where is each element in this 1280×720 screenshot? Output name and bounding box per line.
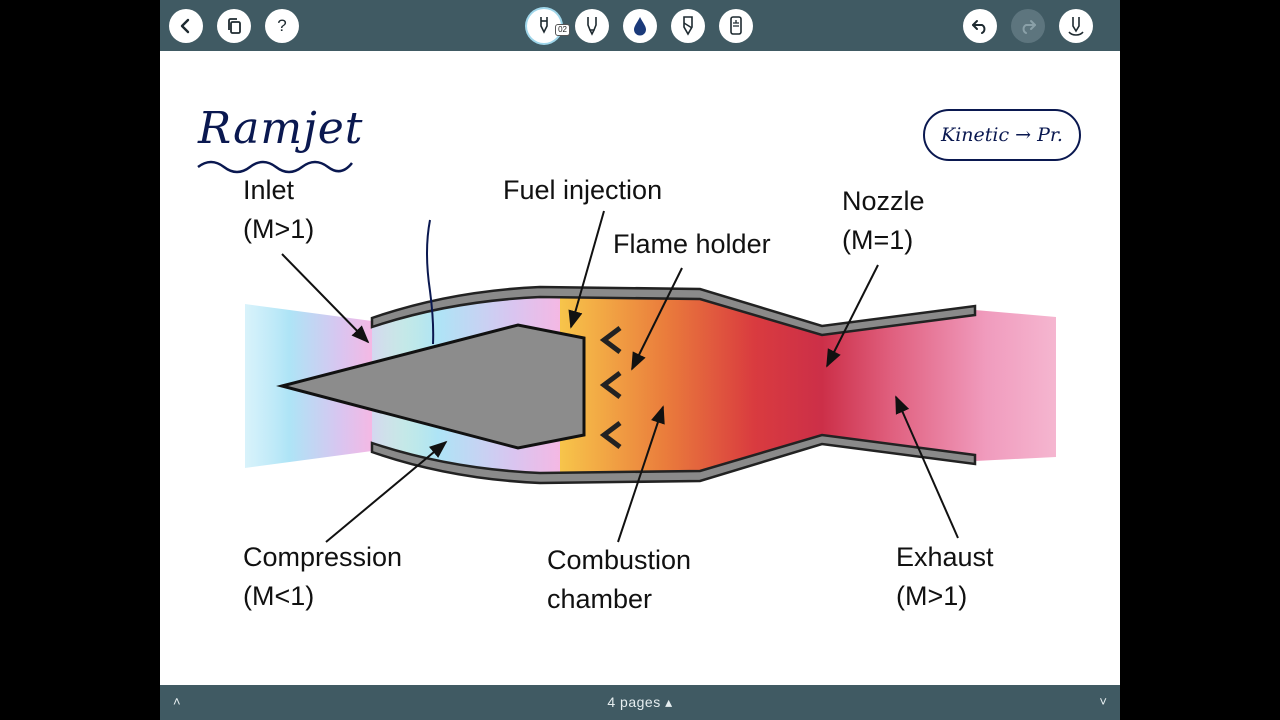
page-count-button[interactable]: 4 pages ▴	[607, 694, 673, 710]
top-toolbar: ? 02	[160, 0, 1120, 51]
compression-arrow	[325, 440, 448, 543]
upper-casing	[370, 285, 977, 337]
exhaust-arrow	[895, 395, 959, 539]
back-button[interactable]	[169, 9, 203, 43]
eraser-icon	[683, 16, 693, 36]
fuel-injection-arrow	[568, 210, 605, 329]
help-button[interactable]: ?	[265, 9, 299, 43]
note-page[interactable]: Ramjet Kinetic → Pr.	[160, 51, 1120, 685]
ramjet-diagram	[245, 210, 1056, 543]
pages-button[interactable]	[217, 9, 251, 43]
pen-tool-button[interactable]: 02	[527, 9, 570, 43]
nozzle-label: Nozzle (M=1)	[842, 186, 925, 255]
flame-holder-arrow	[631, 267, 683, 371]
ink-color-button[interactable]	[623, 9, 657, 43]
chevron-up-icon[interactable]: ˄	[173, 694, 181, 709]
redo-icon	[1022, 20, 1036, 34]
handwritten-annotation: Kinetic → Pr.	[923, 109, 1081, 161]
lasso-tool-button[interactable]	[719, 9, 753, 43]
combustion-chamber-label: Combustion chamber	[547, 545, 692, 614]
pen-icon	[540, 17, 548, 34]
redo-button[interactable]	[1011, 9, 1045, 43]
highlighter-icon	[587, 17, 597, 36]
eraser-tool-button[interactable]	[671, 9, 705, 43]
flame-holder-top	[599, 326, 622, 354]
inlet-label: Inlet (M>1)	[243, 175, 315, 244]
nozzle-arrow	[826, 264, 879, 368]
lasso-icon	[730, 16, 742, 35]
chevron-left-icon	[180, 18, 190, 34]
pencil-settings-button[interactable]	[1059, 9, 1093, 43]
center-cone	[276, 323, 586, 450]
flame-holder-label: Flame holder	[613, 229, 771, 259]
page-footer: ˄ 4 pages ▴ ˅	[160, 685, 1120, 720]
undo-button[interactable]	[963, 9, 997, 43]
highlighter-tool-button[interactable]	[575, 9, 609, 43]
handwritten-stroke	[426, 219, 435, 345]
compression-label: Compression (M<1)	[243, 542, 403, 611]
title-underline	[197, 160, 353, 174]
lower-casing	[370, 433, 977, 485]
pen-size-badge: 02	[555, 24, 570, 36]
undo-icon	[972, 20, 986, 34]
notes-app: ? 02 Ramjet Kinetic	[160, 0, 1120, 720]
flame-holder-middle	[599, 371, 622, 399]
combustion-arrow	[617, 405, 665, 543]
exhaust-flow	[822, 310, 1056, 461]
question-icon: ?	[277, 16, 287, 35]
exhaust-label: Exhaust (M>1)	[896, 542, 994, 611]
inlet-arrow	[281, 253, 370, 344]
fuel-injection-label: Fuel injection	[503, 175, 663, 205]
ink-drop-icon	[634, 17, 646, 36]
flame-holder-bottom	[599, 421, 622, 449]
stylus-icon	[1068, 17, 1084, 36]
copy-pages-icon	[228, 18, 241, 34]
handwritten-title: Ramjet	[198, 103, 364, 154]
chevron-down-icon[interactable]: ˅	[1099, 694, 1107, 709]
